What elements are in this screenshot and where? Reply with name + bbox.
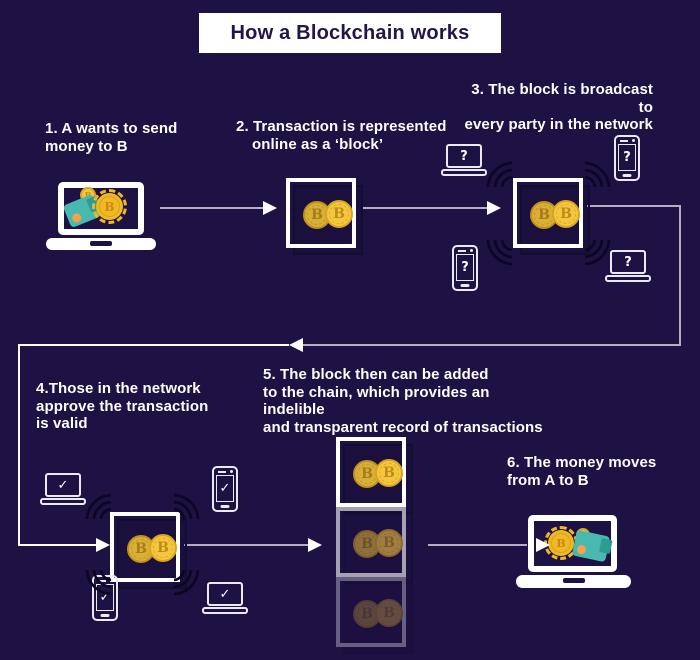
phone-speaker [620, 139, 628, 142]
laptop-screen: ? [610, 250, 646, 274]
phone-speaker [458, 249, 466, 252]
chain-block-1: B B [336, 437, 413, 514]
laptop-icon-receiver: B B [516, 513, 631, 588]
coin-icon: B [375, 599, 403, 627]
chain-block-2: B B [336, 507, 413, 584]
signal-arcs-icon [486, 161, 512, 187]
arrowhead-icon-middle-left [289, 338, 303, 352]
signal-arcs-icon [486, 240, 512, 266]
wallet-icon [571, 529, 611, 563]
route-line-right-down [679, 205, 681, 346]
phone-icon-check: ✓ [212, 466, 238, 512]
arrowhead-icon-step5 [308, 538, 322, 552]
laptop-base [441, 169, 487, 176]
block-step4: B B [110, 512, 187, 589]
laptop-base [40, 498, 86, 505]
arrowhead-icon-step3 [487, 201, 501, 215]
laptop-screen: B B [528, 515, 617, 572]
route-line-middle-white [18, 344, 289, 346]
route-line-right-top [587, 205, 681, 207]
coin-icon: B [552, 200, 580, 228]
laptop-screen: B B [58, 182, 144, 235]
signal-arcs-icon [85, 570, 111, 596]
laptop-icon-question: ? [441, 144, 487, 176]
phone-speaker [98, 579, 106, 582]
phone-icon-question: ? [614, 135, 640, 181]
route-line-into-step4 [18, 544, 98, 546]
connector-line-5-6 [428, 544, 527, 546]
step1-label: 1. A wants to send money to B [45, 120, 178, 155]
signal-arcs-icon [585, 161, 611, 187]
step3-label: 3. The block is broadcast to every party… [464, 81, 653, 133]
block-face [336, 437, 406, 507]
step5-label: 5. The block then can be added to the ch… [263, 366, 543, 436]
coin-icon: B [375, 459, 403, 487]
coin-icon: B [544, 526, 578, 560]
laptop-icon-check: ✓ [202, 582, 248, 614]
arrowhead-icon-step4 [96, 538, 110, 552]
laptop-icon-sender: B B [46, 180, 156, 250]
laptop-notch [90, 241, 112, 246]
block-face [336, 577, 406, 647]
signal-arcs-icon [585, 240, 611, 266]
step6-label: 6. The money moves from A to B [507, 454, 657, 489]
phone-speaker [218, 470, 226, 473]
laptop-base [46, 238, 156, 250]
connector-line-4-5 [184, 544, 308, 546]
page-title: How a Blockchain works [230, 21, 470, 44]
phone-screen: ? [456, 254, 474, 281]
laptop-base [605, 275, 651, 282]
signal-arcs-icon [85, 493, 111, 519]
laptop-base [516, 575, 631, 588]
block-step3: B B [513, 178, 590, 255]
step2-label: 2. Transaction is represented online as … [236, 118, 447, 153]
route-line-left-down [18, 344, 20, 546]
block-face [286, 178, 356, 248]
arrowhead-icon-step2 [263, 201, 277, 215]
arrowhead-icon-step6 [536, 538, 550, 552]
chain-block-3: B B [336, 577, 413, 654]
connector-line-2-3 [361, 207, 487, 209]
block-face [336, 507, 406, 577]
title-banner: How a Blockchain works [199, 13, 501, 53]
block-shadow [343, 584, 413, 654]
coin-icon: B [375, 529, 403, 557]
block-face [110, 512, 180, 582]
block-step2: B B [286, 178, 363, 255]
coin-icon: B [149, 534, 177, 562]
coin-icon: B [325, 200, 353, 228]
phone-icon-question: ? [452, 245, 478, 291]
step4-label: 4.Those in the network approve the trans… [36, 380, 209, 432]
laptop-icon-question: ? [605, 250, 651, 282]
signal-arcs-icon [174, 493, 200, 519]
laptop-screen: ✓ [207, 582, 243, 606]
route-line-middle-gray [303, 344, 681, 346]
phone-screen: ✓ [216, 475, 234, 502]
laptop-screen: ✓ [45, 473, 81, 497]
coin-icon: B [92, 189, 127, 224]
laptop-base [202, 607, 248, 614]
laptop-screen: ? [446, 144, 482, 168]
block-face [513, 178, 583, 248]
connector-line-1-2 [160, 207, 263, 209]
laptop-notch [562, 578, 585, 583]
signal-arcs-icon [174, 570, 200, 596]
laptop-icon-check: ✓ [40, 473, 86, 505]
phone-screen: ? [618, 144, 636, 171]
